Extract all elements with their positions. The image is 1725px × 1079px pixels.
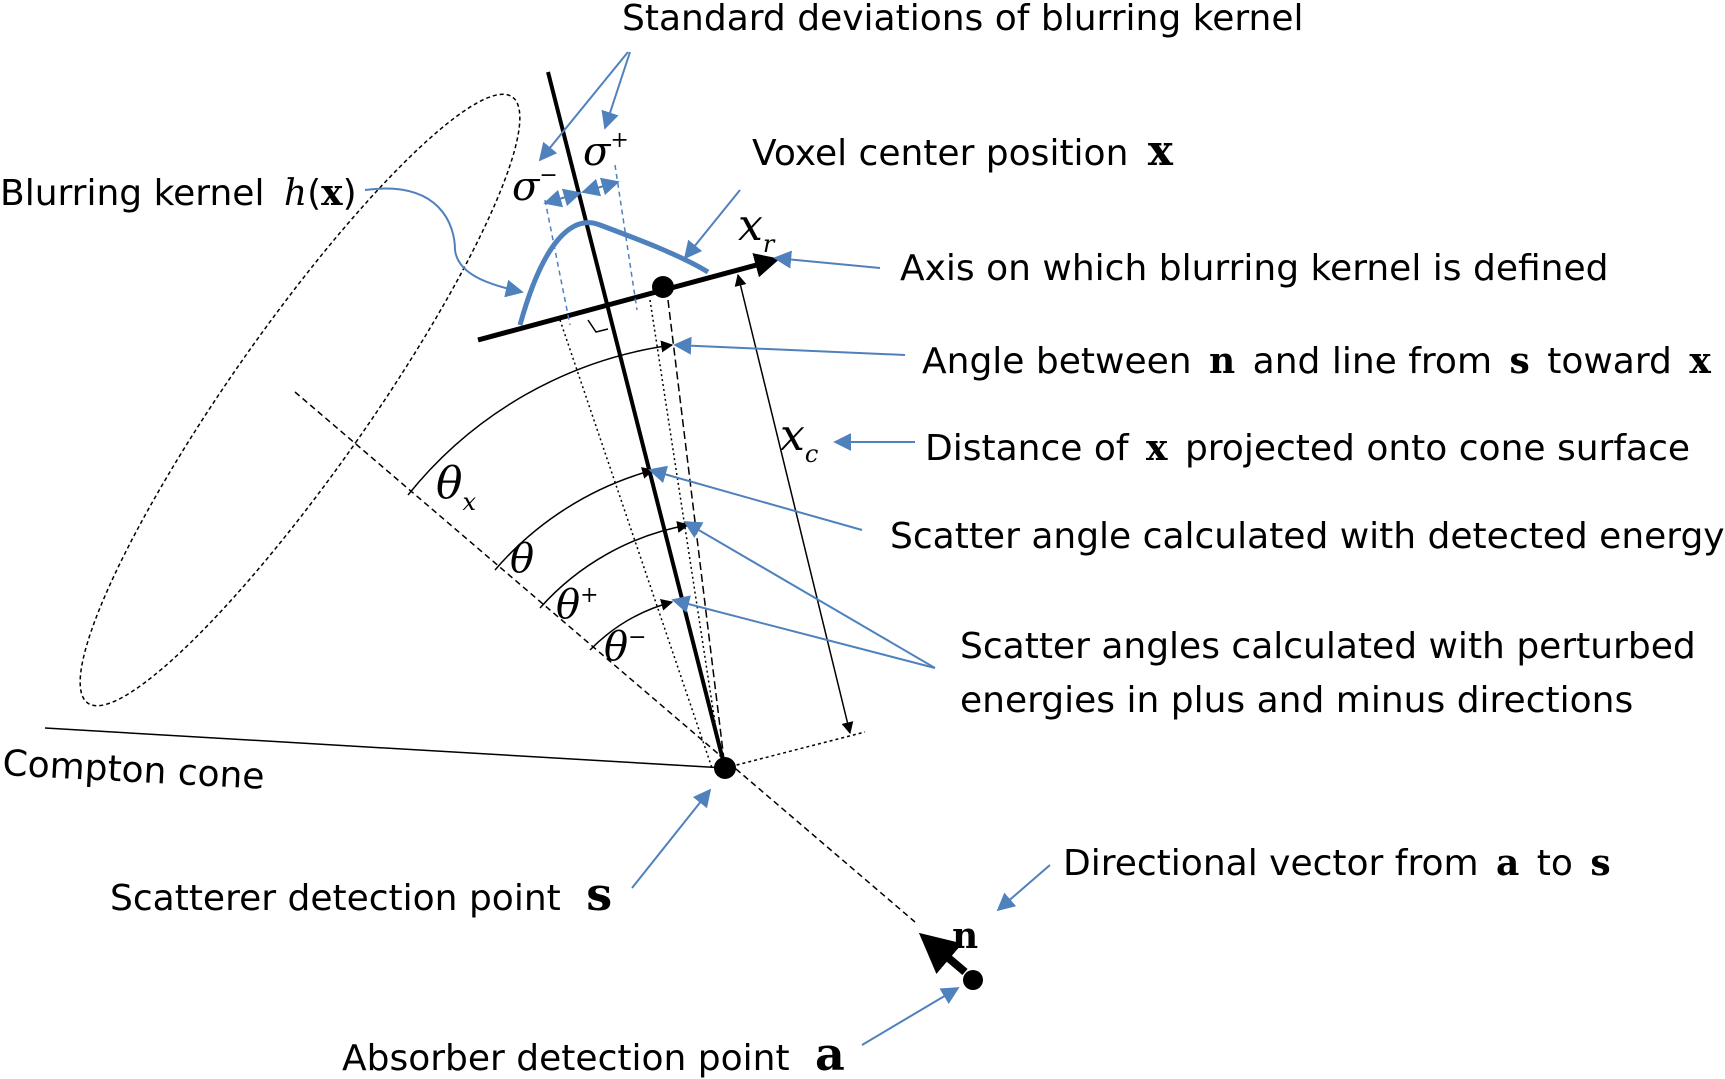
scatterer-point-label: Scatterer detection point s [110,867,612,921]
n-vector-symbol: n [952,915,978,957]
angle-between-label: Angle between n and line from s toward x [922,340,1711,382]
std-dev-label: Standard deviations of blurring kernel [622,0,1304,39]
cone-edge-top-line [546,71,727,769]
scatter-detected-label: Scatter angle calculated with detected e… [890,516,1725,557]
leader-perturbed-plus [683,521,936,669]
scatterer-point-dot [714,757,736,779]
theta-minus-line [559,319,713,769]
leader-angle-between [673,336,906,356]
absorber-point-label: Absorber detection point a [342,1027,845,1079]
leader-scatterer [631,788,712,889]
n-vector-arrow [918,932,968,976]
cone-axis-line [294,391,916,923]
right-angle-mark [587,319,609,333]
compton-cone-label: Compton cone [2,743,266,798]
xc-baseline [724,731,866,769]
kernel-axis-line [477,253,780,343]
axis-defined-label: Axis on which blurring kernel is defined [900,248,1608,289]
scatter-perturbed-label-2: energies in plus and minus directions [960,680,1633,721]
leader-absorber [861,987,960,1046]
scatter-perturbed-label-1: Scatter angles calculated with perturbed [960,626,1696,667]
sigma-minus-guide [544,199,571,326]
blurring-kernel-label: Blurring kernel h(x) [0,172,357,214]
directional-vector-label: Directional vector from a to s [1063,842,1611,884]
leader-std-dev-2 [601,51,631,130]
compton-cone [44,71,727,769]
voxel-center-label: Voxel center position x [752,126,1174,175]
leader-directional [996,864,1051,912]
absorber-point-dot [963,970,983,990]
annotation-leaders [364,51,1051,1046]
leader-kernel [364,187,524,298]
voxel-center-dot [652,276,674,298]
leader-perturbed-minus [671,595,936,669]
xr-symbol: xr [738,200,776,258]
xc-symbol: xc [780,410,818,468]
cone-base-ellipse [79,93,521,707]
theta-plus-symbol: θ+ [556,582,599,628]
leader-voxel [683,189,741,260]
sigma-plus-symbol: σ+ [583,128,629,175]
theta-minus-arc [589,599,674,651]
sigma-minus-symbol: σ− [512,163,558,210]
sigma-minus-arrow [543,188,582,208]
blurring-kernel-curve [517,220,710,326]
sigma-plus-arrow [581,177,620,197]
theta-x-symbol: θx [436,458,477,516]
leader-std-dev-1 [538,51,629,162]
cone-edge-line [44,727,726,769]
theta-x-line [667,299,726,769]
theta-plus-line [649,299,723,769]
theta-minus-symbol: θ− [604,624,647,670]
leader-axis-defined [773,250,881,269]
theta-arc [494,467,655,571]
leader-scatter-detected [648,465,863,531]
theta-symbol: θ [510,536,534,582]
distance-label: Distance of x projected onto cone surfac… [925,427,1690,469]
theta-x-arc [407,340,674,496]
xc-distance-arrow [734,273,854,735]
theta-plus-arc [539,521,690,609]
